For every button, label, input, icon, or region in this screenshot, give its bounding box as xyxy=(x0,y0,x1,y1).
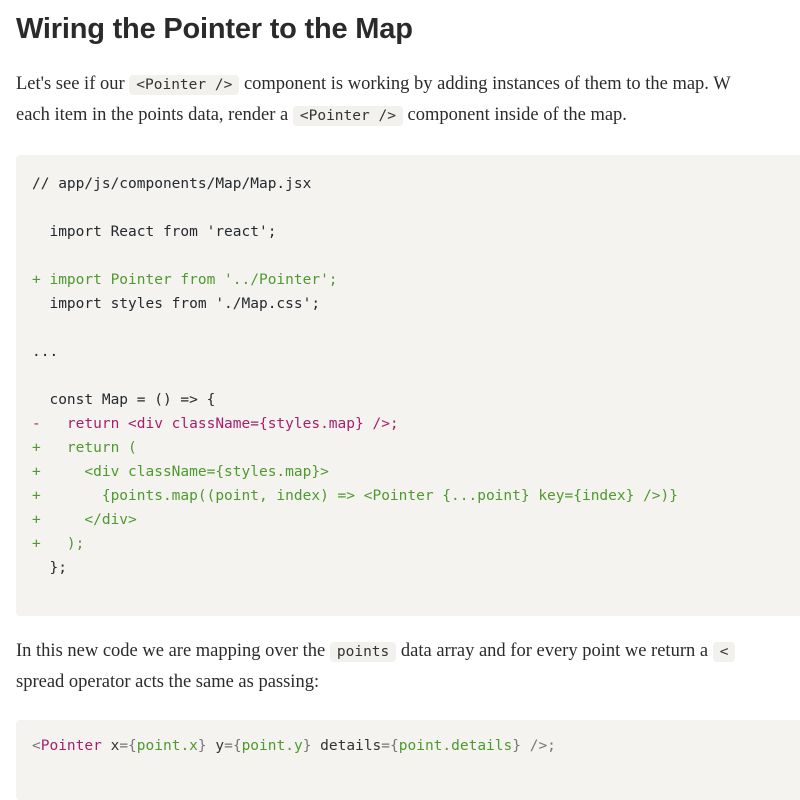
code-token: details xyxy=(311,738,382,754)
inline-code: points xyxy=(329,642,397,662)
code-token: } xyxy=(302,738,312,754)
code-token: .details xyxy=(442,738,513,754)
code-line: }; xyxy=(32,560,67,576)
intro-text: each item in the points data, render a xyxy=(16,105,293,125)
code-line: const Map = () => { xyxy=(32,392,216,408)
code-line: ... xyxy=(32,344,59,360)
explanation-text: In this new code we are mapping over the xyxy=(16,641,330,661)
code-line: import React from 'react'; xyxy=(32,224,277,240)
code-token: .y xyxy=(285,738,303,754)
code-token: x xyxy=(101,738,120,754)
explanation-text: data array and for every point we return… xyxy=(396,641,713,661)
code-line xyxy=(32,316,678,340)
code-token: point xyxy=(136,738,181,754)
intro-paragraph: Let's see if our <Pointer /> component i… xyxy=(16,69,731,131)
code-line: + </div> xyxy=(32,512,137,528)
code-token: = xyxy=(381,738,391,754)
code-line: + <div className={styles.map}> xyxy=(32,464,329,480)
code-line: // app/js/components/Map/Map.jsx xyxy=(32,176,312,192)
code-line xyxy=(32,196,678,220)
section-heading: Wiring the Pointer to the Map xyxy=(16,13,413,45)
explanation-text: spread operator acts the same as passing… xyxy=(16,672,320,692)
code-token: y xyxy=(206,738,225,754)
code-token: .x xyxy=(180,738,198,754)
code-line: + import Pointer from '../Pointer'; xyxy=(32,272,338,288)
code-line: + {points.map((point, index) => <Pointer… xyxy=(32,488,679,504)
code-token: } xyxy=(512,738,521,754)
code-line: + return ( xyxy=(32,440,137,456)
code-line: import styles from './Map.css'; xyxy=(32,296,321,312)
code-line: + ); xyxy=(32,536,85,552)
code-token: { xyxy=(232,738,242,754)
code-line: - return <div className={styles.map} />; xyxy=(32,416,399,432)
inline-code: < xyxy=(712,642,736,662)
code-token: point xyxy=(241,738,286,754)
code-token: { xyxy=(128,738,137,754)
inline-code: <Pointer /> xyxy=(292,106,403,126)
code-token: Pointer xyxy=(40,738,102,754)
code-token: < xyxy=(32,738,41,754)
code-block-spread xyxy=(16,720,800,800)
spread-code: <Pointer x={point.x} y={point.y} details… xyxy=(32,734,556,758)
intro-text: component inside of the map. xyxy=(402,105,627,125)
intro-text: component is working by adding instances… xyxy=(239,74,731,94)
inline-code: <Pointer /> xyxy=(129,75,240,95)
explanation-paragraph: In this new code we are mapping over the… xyxy=(16,636,736,697)
code-token: />; xyxy=(520,738,556,754)
code-line xyxy=(32,364,678,388)
intro-text: Let's see if our xyxy=(16,74,130,94)
code-token: point xyxy=(398,738,443,754)
code-token: = xyxy=(224,738,233,754)
code-token: } xyxy=(197,738,207,754)
code-token: = xyxy=(119,738,129,754)
code-token: { xyxy=(390,738,399,754)
diff-code: // app/js/components/Map/Map.jsx import … xyxy=(32,172,678,580)
code-line xyxy=(32,244,678,268)
code-block-diff xyxy=(16,155,800,616)
